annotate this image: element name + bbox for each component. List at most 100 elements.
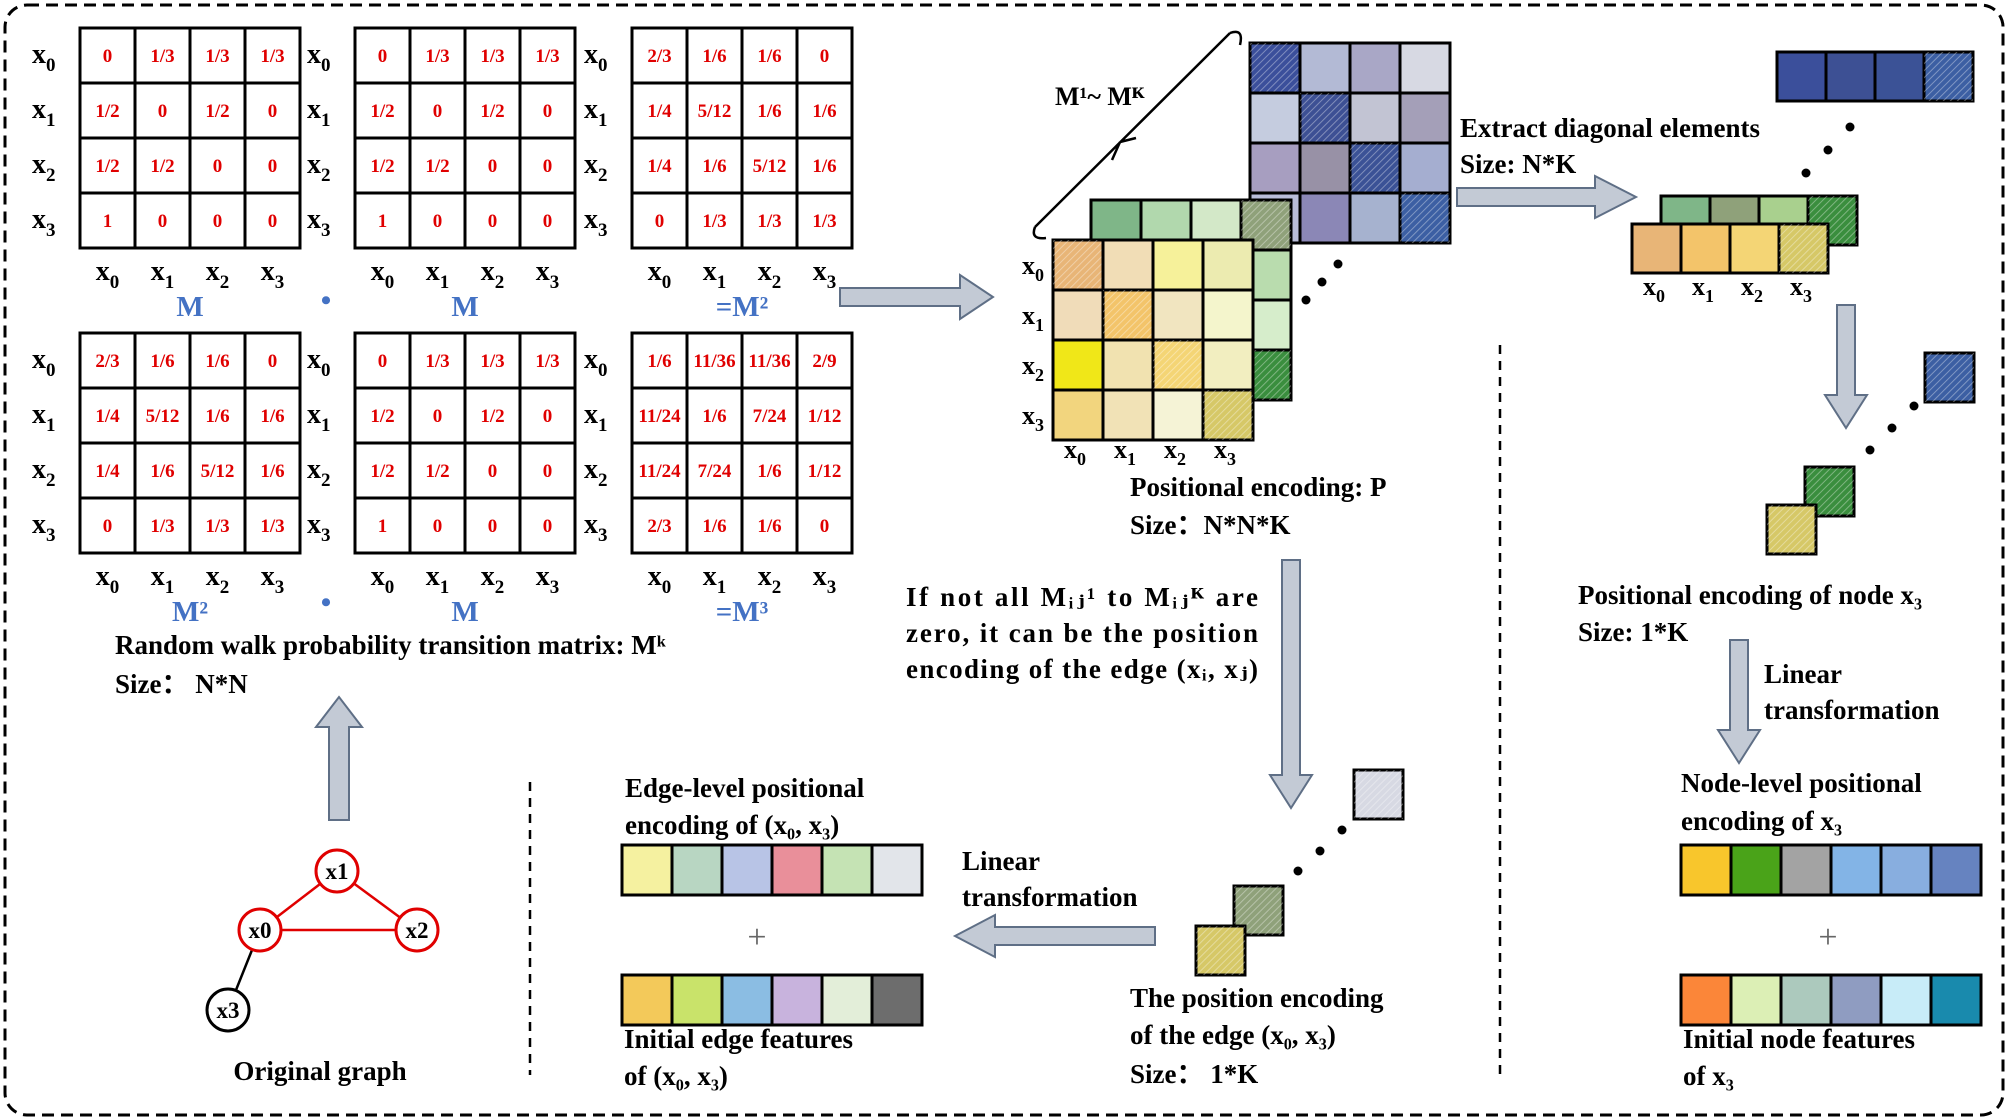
diag-yellow-cell xyxy=(1630,222,1683,275)
matrix-caption: M² xyxy=(172,596,208,628)
node-level-cell xyxy=(1929,843,1983,897)
arrow-left-linear xyxy=(952,913,1156,959)
init-node-cell xyxy=(1829,973,1883,1027)
init-edge-title-2: of (x₀, x₃) xyxy=(624,1061,728,1091)
graph-node-x3 xyxy=(205,987,251,1033)
init-edge-cell xyxy=(820,973,874,1027)
matrix-value: 1/4 xyxy=(647,156,672,177)
matrix-cell xyxy=(243,136,302,195)
matrix-value: 2/3 xyxy=(647,46,671,67)
matrix-value: 11/24 xyxy=(638,406,681,427)
matrix-value: 0 xyxy=(488,516,498,537)
matrix-value: 1/2 xyxy=(370,406,394,427)
matrix-cell xyxy=(795,496,854,555)
col-label: x3 xyxy=(813,256,837,293)
pe-front-cell xyxy=(1201,238,1255,292)
col-label: x1 xyxy=(151,561,175,598)
col-label: x3 xyxy=(813,561,837,598)
pe-row-label: x0 xyxy=(1022,251,1044,285)
matrix-value: 1/3 xyxy=(205,516,229,537)
matrix-cell xyxy=(78,441,137,500)
row-label: x2 xyxy=(584,149,608,186)
pe-row-label: x1 xyxy=(1022,301,1044,335)
matrix-value: 1/3 xyxy=(535,46,559,67)
arrow-right-to-diag xyxy=(1456,174,1639,220)
matrix-value: 0 xyxy=(543,101,553,122)
col-label: x0 xyxy=(96,561,120,598)
matrix-value: 1/6 xyxy=(702,516,726,537)
matrix-cell xyxy=(78,386,137,445)
col-label: x0 xyxy=(648,561,672,598)
matrix-value: 1/2 xyxy=(480,406,504,427)
matrix-value: 2/3 xyxy=(95,351,119,372)
matrix-value: 1/6 xyxy=(205,406,229,427)
random-walk-title: Random walk probability transition matri… xyxy=(115,630,666,660)
node-level-title-2: encoding of x₃ xyxy=(1681,806,1842,836)
col-label: x1 xyxy=(703,561,727,598)
matrix-cell xyxy=(740,81,799,140)
matrix-value: 0 xyxy=(433,101,443,122)
matrix-cell xyxy=(630,136,689,195)
row-label: x1 xyxy=(584,94,608,131)
matrix-value: 0 xyxy=(268,211,278,232)
brace xyxy=(1032,30,1243,240)
matrix-caption: =M² xyxy=(716,291,769,323)
init-node-cell xyxy=(1679,973,1733,1027)
matrix-value: 1/2 xyxy=(205,101,229,122)
matrix-cell xyxy=(243,26,302,85)
graph-node-x2 xyxy=(394,907,440,953)
matrix-value: 0 xyxy=(820,46,830,67)
matrix-value: 1/3 xyxy=(150,516,174,537)
original-graph-caption: Original graph xyxy=(233,1056,406,1086)
matrix-value: 1/6 xyxy=(702,46,726,67)
matrix-cell xyxy=(353,26,412,85)
matrix-cell xyxy=(188,386,247,445)
node-pe-squares xyxy=(1765,351,1976,556)
diag-blue-cell xyxy=(1873,50,1926,103)
matrix-value: 1/3 xyxy=(480,46,504,67)
pe-back-cell xyxy=(1398,141,1452,195)
row-label: x1 xyxy=(584,399,608,436)
matrix-cell xyxy=(408,81,467,140)
arrow-down-diag xyxy=(1823,304,1869,430)
matrix-value: 0 xyxy=(378,351,388,372)
matrix-value: 0 xyxy=(655,211,665,232)
init-edge-cell xyxy=(870,973,924,1027)
matrix-value: 0 xyxy=(543,406,553,427)
matrix-value: 0 xyxy=(543,461,553,482)
matrix-cell xyxy=(78,136,137,195)
matrix-value: 1/6 xyxy=(205,351,229,372)
matrix-cell xyxy=(685,441,744,500)
row-label: x1 xyxy=(307,399,331,436)
pe-row-label: x3 xyxy=(1022,401,1044,435)
matrix-value: 0 xyxy=(213,156,223,177)
matrix-value: 2/9 xyxy=(812,351,836,372)
linear-label-1: Linear xyxy=(1764,659,1842,689)
matrix-value: 1/2 xyxy=(370,156,394,177)
matrix-cell xyxy=(133,441,192,500)
row-label: x1 xyxy=(307,94,331,131)
matrix-value: 1/4 xyxy=(647,101,672,122)
row-label: x3 xyxy=(307,509,331,546)
diagonal-rows xyxy=(1630,50,1975,275)
diag-col-label: x2 xyxy=(1741,272,1763,306)
matrix-value: 1/2 xyxy=(95,156,119,177)
edge-level-cell xyxy=(870,843,924,897)
col-label: x3 xyxy=(536,256,560,293)
init-node-title-1: Initial node features xyxy=(1683,1024,1915,1054)
col-label: x0 xyxy=(371,256,395,293)
graph-node-label: x3 xyxy=(217,998,240,1023)
matrix-value: 1/6 xyxy=(260,461,284,482)
matrix-value: 1/12 xyxy=(808,406,842,427)
pe-front-cell-hatch xyxy=(1103,290,1153,340)
matrix-cell xyxy=(795,191,854,250)
init-node-title-2: of x₃ xyxy=(1683,1061,1734,1091)
pe-front-cell xyxy=(1051,288,1105,342)
edge-level-cell xyxy=(670,843,724,897)
matrix-value: 1/3 xyxy=(812,211,836,232)
matrix-cell xyxy=(243,496,302,555)
